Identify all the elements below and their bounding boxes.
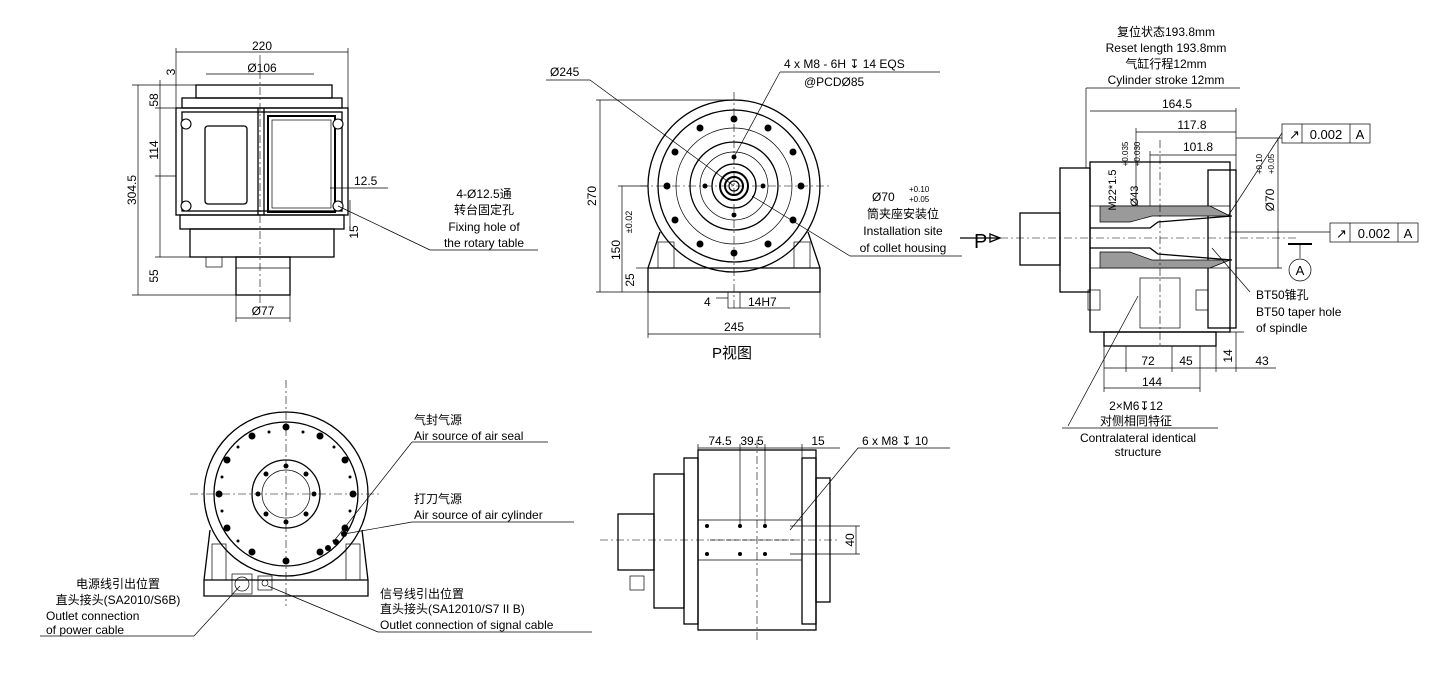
p-arrow-label: P <box>974 231 987 253</box>
power-en2: of power cable <box>46 623 124 637</box>
outer-ring-holes <box>215 423 357 565</box>
dim-d70-up: +0.10 <box>1255 153 1264 174</box>
collet-en2: of collet housing <box>860 241 947 255</box>
dim-12-5: 12.5 <box>354 174 378 188</box>
dim-d245: Ø245 <box>550 65 580 79</box>
dim-14-side: 14 <box>1221 349 1235 363</box>
dim-220: 220 <box>252 39 272 53</box>
dim-55: 55 <box>147 269 161 283</box>
air-seal-en: Air source of air seal <box>414 429 523 443</box>
power-en1: Outlet connection <box>46 609 139 623</box>
bottom-mid-view: 74.5 39.5 15 40 6 x M8 ↧ 10 <box>600 434 950 640</box>
fixing-hole-callout-cn2: 转台固定孔 <box>454 202 514 217</box>
runout-value-1: 0.002 <box>1310 127 1343 142</box>
bt50-en1: BT50 taper hole <box>1256 305 1342 319</box>
fixing-hole <box>332 118 344 130</box>
svg-text:↗: ↗ <box>1336 226 1347 241</box>
runout-tolerance-frame-1: ↗ 0.002 A <box>1227 123 1371 217</box>
bt50-cn: BT50锥孔 <box>1256 288 1309 302</box>
dim-bore-106: Ø106 <box>247 61 277 75</box>
top-left-view: 220 Ø106 304.5 58 114 55 3 Ø77 12.5 15 4… <box>125 39 538 322</box>
power-cn1: 电源线引出位置 <box>76 576 160 591</box>
fixing-hole <box>180 200 192 212</box>
datum-a-symbol: A <box>1296 263 1305 278</box>
m8-holes <box>705 524 767 556</box>
dim-d43-low: +0.030 <box>1133 141 1142 166</box>
fixing-hole-callout-cn: 4-Ø12.5通 <box>456 187 511 201</box>
dim-39-5: 39.5 <box>740 434 764 448</box>
dim-150-tol: ±0.02 <box>624 211 634 233</box>
air-cylinder-cn: 打刀气源 <box>414 491 462 506</box>
svg-text:↗: ↗ <box>1289 127 1300 142</box>
p-view: 270 150 ±0.02 25 245 4 14H7 Ø245 4 x M8 … <box>546 57 962 362</box>
signal-en: Outlet connection of signal cable <box>380 618 554 632</box>
cylinder-stroke-en: Cylinder stroke 12mm <box>1108 73 1225 87</box>
dim-164-5: 164.5 <box>1162 97 1192 111</box>
small-ring-holes <box>220 430 352 543</box>
dim-304-5: 304.5 <box>125 175 139 205</box>
dim-15-mid: 15 <box>811 434 825 448</box>
side-view: P 复位状态193.8mm Reset length 193.8mm 气缸行程1… <box>960 24 1419 459</box>
dim-74-5: 74.5 <box>708 434 732 448</box>
thread-note-2: @PCDØ85 <box>804 75 865 89</box>
collet-en1: Installation site <box>863 224 943 238</box>
m6-note: 2×M6↧12 <box>1109 399 1163 413</box>
runout-datum-2: A <box>1404 226 1413 241</box>
collet-cn: 筒夹座安装位 <box>867 206 939 221</box>
dim-117-8: 117.8 <box>1177 118 1206 132</box>
dim-101-8: 101.8 <box>1183 140 1213 154</box>
collet-dim: Ø70 <box>872 190 895 204</box>
reset-length-en: Reset length 193.8mm <box>1106 41 1227 55</box>
dim-d43: Ø43 <box>1129 186 1141 207</box>
dim-d70: Ø70 <box>1263 188 1277 211</box>
dim-45: 45 <box>1179 354 1193 368</box>
fixing-hole-callout-en1: Fixing hole of <box>448 220 520 234</box>
m6-en2: structure <box>1115 445 1162 459</box>
power-cn2: 直头接头(SA2010/S6B) <box>56 592 181 607</box>
cylinder-stroke-cn: 气缸行程12mm <box>1125 56 1206 71</box>
dim-15: 15 <box>347 225 361 239</box>
runout-value-2: 0.002 <box>1358 226 1391 241</box>
m6-cn: 对侧相同特征 <box>1100 413 1172 428</box>
signal-cn1: 信号线引出位置 <box>380 586 464 601</box>
dim-150: 150 <box>609 240 623 260</box>
dim-270: 270 <box>585 186 599 206</box>
thread-note-1: 4 x M8 - 6H ↧ 14 EQS <box>784 57 905 71</box>
outer-bolt-holes <box>663 115 805 257</box>
runout-datum-1: A <box>1356 127 1365 142</box>
dim-72: 72 <box>1141 354 1155 368</box>
dim-25: 25 <box>623 273 637 287</box>
dim-245-width: 245 <box>724 320 744 334</box>
bottom-left-view: 气封气源 Air source of air seal 打刀气源 Air sou… <box>40 380 592 637</box>
dim-m22: M22*1.5 <box>1107 170 1119 211</box>
air-seal-cn: 气封气源 <box>414 412 462 427</box>
reset-state-cn: 复位状态193.8mm <box>1117 24 1215 39</box>
collet-tol-up: +0.10 <box>909 185 930 194</box>
dim-77: Ø77 <box>252 304 275 318</box>
fixing-hole <box>180 118 192 130</box>
dim-d70-low: +0.05 <box>1267 153 1276 174</box>
dim-4: 4 <box>704 295 711 309</box>
dim-58: 58 <box>147 93 161 107</box>
dim-43-bottom: 43 <box>1255 354 1269 368</box>
bt50-en2: of spindle <box>1256 321 1308 335</box>
air-cylinder-en: Air source of air cylinder <box>414 508 543 522</box>
signal-cn2: 直头接头(SA12010/S7 II B) <box>380 601 525 616</box>
dim-14h7: 14H7 <box>748 295 777 309</box>
dim-40: 40 <box>843 533 857 547</box>
dim-114: 114 <box>147 140 161 159</box>
m8-thread-note: 6 x M8 ↧ 10 <box>862 434 928 448</box>
dim-3: 3 <box>164 68 178 75</box>
dim-d43-up: +0.035 <box>1121 141 1130 166</box>
runout-tolerance-frame-2: ↗ 0.002 A <box>1230 222 1419 243</box>
p-view-title: P视图 <box>712 345 752 362</box>
fixing-hole-callout-en2: the rotary table <box>444 236 524 250</box>
dim-144: 144 <box>1142 375 1162 389</box>
collet-tol-low: +0.05 <box>909 195 930 204</box>
m6-en1: Contralateral identical <box>1080 431 1196 445</box>
